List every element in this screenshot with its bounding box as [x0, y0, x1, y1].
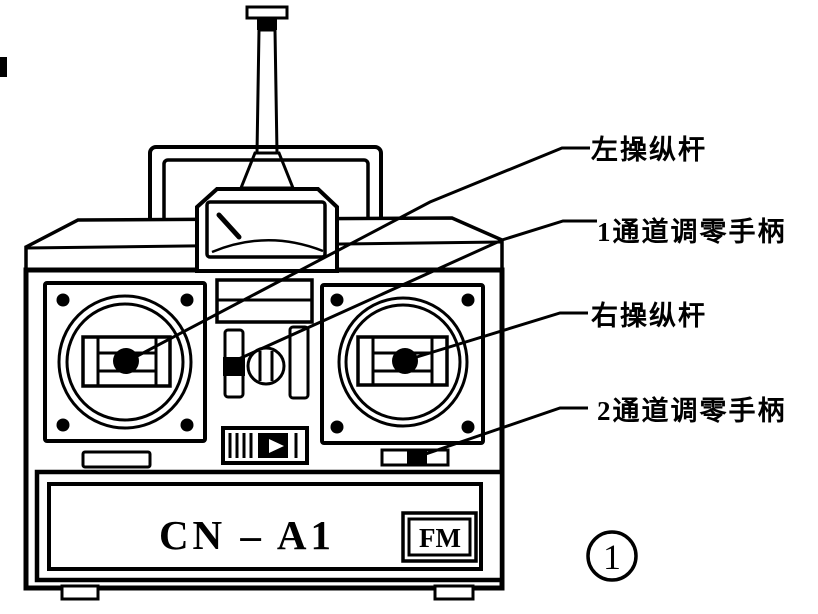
meter-scale-arc: [211, 239, 324, 254]
screw-icon: [180, 418, 194, 432]
figure-number-text: 1: [603, 537, 621, 577]
fm-badge-label: FM: [419, 523, 461, 553]
meter: [195, 187, 339, 273]
scan-mark: [0, 57, 7, 77]
model-label: CN – A1: [159, 512, 335, 558]
antenna-cap: [245, 5, 289, 20]
arrow-right-icon: [269, 439, 284, 453]
leader-channel-2-trim: [416, 406, 588, 459]
screw-icon: [56, 293, 70, 307]
channel-1-trim-slider: [223, 328, 245, 399]
leader-left-stick: [125, 146, 590, 364]
right-stick-top: [392, 348, 418, 374]
left-joystick: [43, 281, 207, 443]
fm-badge-inner: [407, 517, 472, 557]
screw-icon: [461, 420, 475, 434]
figure-number: 1: [586, 530, 638, 582]
name-panel: CN – A1 FM: [34, 469, 505, 583]
screw-icon: [180, 293, 194, 307]
screw-icon: [330, 293, 344, 307]
antenna-collar: [257, 19, 277, 30]
antenna-rod: [255, 28, 279, 155]
meter-window: [205, 200, 327, 259]
power-switch: [221, 426, 309, 465]
trim-track-vertical-right: [288, 325, 310, 400]
foot: [433, 584, 475, 601]
crystal-plate: [215, 278, 314, 324]
callout-label-channel-1-trim: 1通道调零手柄: [597, 216, 787, 247]
callout-label-right-stick: 右操纵杆: [591, 301, 707, 331]
meter-needle: [216, 212, 242, 240]
leader-channel-1-trim: [231, 219, 597, 364]
callouts: [125, 146, 597, 459]
leader-right-stick: [406, 311, 588, 362]
foot: [60, 584, 100, 601]
channel-1-trim-handle: [223, 357, 245, 376]
callout-label-left-stick: 左操纵杆: [591, 135, 707, 165]
figure-number-circle: [586, 530, 638, 582]
screw-icon: [461, 293, 475, 307]
channel-2-trim-slider: [380, 448, 450, 467]
screw-icon: [330, 420, 344, 434]
left-lower-plate: [81, 450, 152, 469]
channel-2-trim-handle: [407, 450, 427, 465]
callout-label-channel-2-trim: 2通道调零手柄: [597, 395, 787, 426]
right-joystick: [320, 283, 485, 445]
screw-icon: [56, 418, 70, 432]
